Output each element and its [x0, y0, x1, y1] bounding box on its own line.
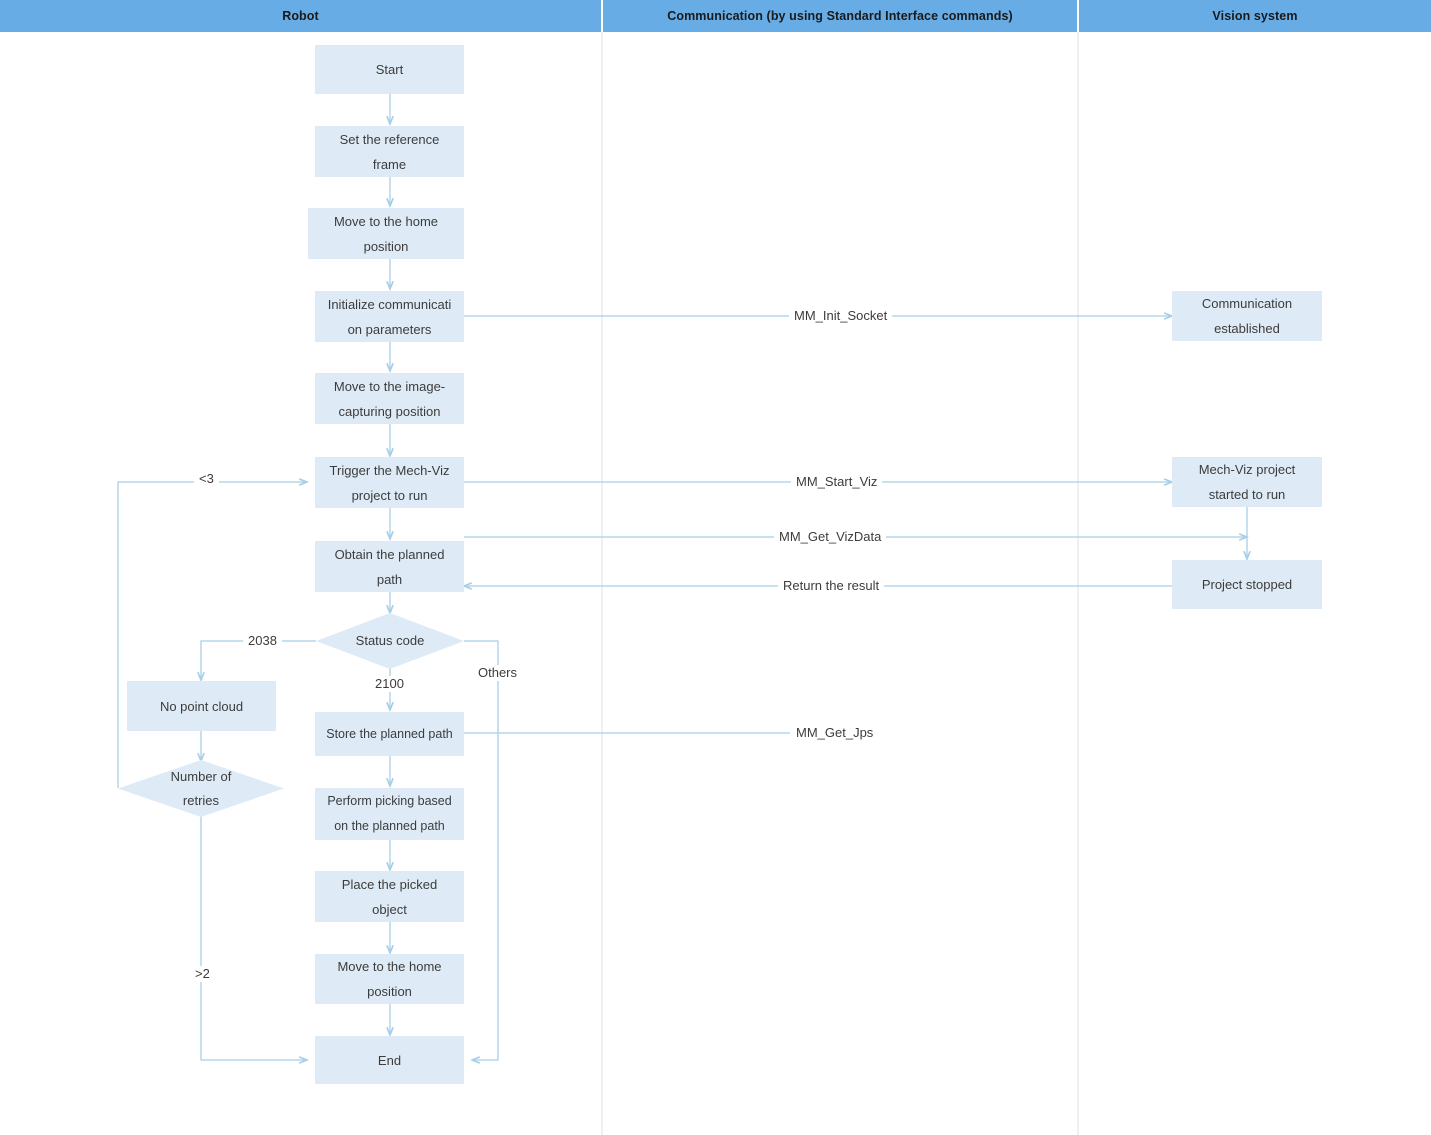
edge-label-mm-get-vizdata: MM_Get_VizData: [774, 529, 887, 545]
node-move-home-1[interactable]: Move to the home position: [308, 208, 464, 259]
lane-title-robot: Robot: [282, 9, 319, 23]
node-label: Start: [375, 62, 404, 77]
node-label: Number of retries: [170, 768, 232, 808]
lane-header-vision: Vision system: [1079, 0, 1431, 32]
edge-label-mm-get-jps: MM_Get_Jps: [791, 725, 879, 741]
edge-label-text: MM_Init_Socket: [794, 308, 888, 323]
node-set-reference-frame[interactable]: Set the reference frame: [315, 126, 464, 177]
node-obtain-planned-path[interactable]: Obtain the planned path: [315, 541, 464, 592]
node-mechviz-started[interactable]: Mech-Viz project started to run: [1172, 457, 1322, 507]
node-place-picked-object[interactable]: Place the picked object: [315, 871, 464, 922]
node-label: Obtain the planned path: [334, 546, 445, 587]
edge-label-text: MM_Start_Viz: [796, 474, 878, 489]
edge-label-mm-init-socket: MM_Init_Socket: [789, 308, 893, 324]
branch-label-status-2038: 2038: [243, 633, 282, 649]
node-move-home-2[interactable]: Move to the home position: [315, 954, 464, 1004]
node-label: Initialize communicati on parameters: [327, 296, 452, 337]
branch-label-retry-lt3: <3: [194, 471, 219, 487]
node-perform-picking[interactable]: Perform picking based on the planned pat…: [315, 788, 464, 840]
node-label: Mech-Viz project started to run: [1198, 462, 1296, 502]
branch-label-text: <3: [199, 471, 214, 486]
node-move-image-capture[interactable]: Move to the image- capturing position: [315, 373, 464, 424]
node-label: Move to the image- capturing position: [333, 378, 446, 419]
lane-header-separator-1: [601, 0, 603, 32]
branch-label-text: Others: [478, 665, 518, 680]
lane-header-robot: Robot: [0, 0, 601, 32]
node-label: End: [377, 1052, 402, 1068]
node-project-stopped[interactable]: Project stopped: [1172, 560, 1322, 609]
node-number-of-retries[interactable]: Number of retries: [118, 760, 284, 817]
lane-header-separator-2: [1077, 0, 1079, 32]
lane-divider-communication-vision: [1077, 32, 1079, 1135]
lane-title-vision: Vision system: [1212, 9, 1298, 23]
lane-title-communication: Communication (by using Standard Interfa…: [667, 9, 1013, 23]
branch-label-status-2100: 2100: [370, 676, 409, 692]
node-communication-established[interactable]: Communication established: [1172, 291, 1322, 341]
node-label: Communication established: [1201, 296, 1293, 336]
node-status-code[interactable]: Status code: [316, 613, 464, 669]
branch-label-retry-gt2: >2: [190, 966, 215, 982]
branch-label-text: 2100: [375, 676, 404, 691]
node-label: Project stopped: [1201, 577, 1293, 592]
branch-label-status-others: Others: [473, 665, 523, 681]
node-trigger-mechviz[interactable]: Trigger the Mech-Viz project to run: [315, 457, 464, 508]
node-label: Place the picked object: [341, 876, 438, 917]
node-label: Trigger the Mech-Viz project to run: [329, 462, 450, 503]
node-init-comm-params[interactable]: Initialize communicati on parameters: [315, 291, 464, 342]
node-start[interactable]: Start: [315, 45, 464, 94]
node-label: Store the planned path: [326, 726, 453, 741]
edge-label-text: MM_Get_VizData: [779, 529, 882, 544]
edge-label-mm-start-viz: MM_Start_Viz: [791, 474, 883, 490]
node-label: Set the reference frame: [339, 131, 440, 172]
branch-label-text: 2038: [248, 633, 277, 648]
edge-label-text: Return the result: [783, 578, 880, 593]
node-label: Status code: [355, 633, 425, 648]
lane-divider-robot-communication: [601, 32, 603, 1135]
branch-label-text: >2: [195, 966, 210, 981]
node-end[interactable]: End: [315, 1036, 464, 1084]
node-label: Move to the home position: [337, 959, 442, 999]
lane-header-communication: Communication (by using Standard Interfa…: [603, 0, 1077, 32]
edge-label-text: MM_Get_Jps: [796, 725, 874, 740]
node-label: No point cloud: [159, 698, 244, 714]
edge-label-return-the-result: Return the result: [778, 578, 885, 594]
node-no-point-cloud[interactable]: No point cloud: [127, 681, 276, 731]
node-store-planned-path[interactable]: Store the planned path: [315, 712, 464, 756]
node-label: Move to the home position: [333, 213, 439, 254]
node-label: Perform picking based on the planned pat…: [327, 794, 452, 833]
